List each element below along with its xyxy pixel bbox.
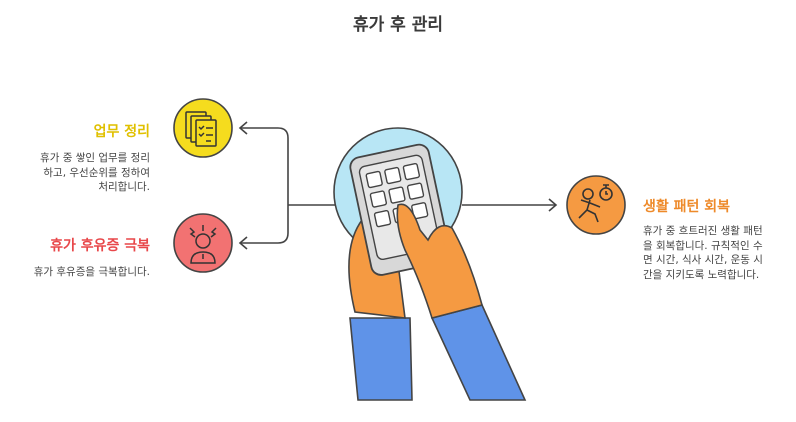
connector-lines — [238, 121, 558, 250]
diagram-title: 휴가 후 관리 — [352, 15, 444, 35]
desc-line: 처리합니다. — [98, 181, 150, 193]
desc-line: 하고, 우선순위를 정하여 — [43, 166, 150, 179]
desc-line: 휴가 중 흐트러진 생활 패턴 — [643, 225, 763, 237]
item-heading-post-vacation: 휴가 후유증 극복 — [50, 238, 150, 254]
running-person-clock-icon — [566, 175, 626, 235]
item-heading-work: 업무 정리 — [93, 124, 150, 140]
stressed-person-icon — [173, 213, 233, 273]
desc-line: 간을 지키도록 노력합니다. — [643, 268, 760, 281]
desc-line: 휴가 중 쌓인 업무를 정리 — [40, 152, 150, 164]
item-description-routine: 휴가 중 흐트러진 생활 패턴 을 회복합니다. 규칙적인 수 면 시간, 식사… — [643, 224, 763, 282]
item-heading-routine: 생활 패턴 회복 — [643, 199, 731, 215]
documents-checklist-icon — [173, 98, 233, 158]
desc-line: 을 회복합니다. 규칙적인 수 — [643, 239, 763, 252]
item-description-post-vacation: 휴가 후유증을 극복합니다. — [34, 265, 150, 280]
desc-line: 휴가 후유증을 극복합니다. — [33, 266, 150, 278]
item-description-work: 휴가 중 쌓인 업무를 정리 하고, 우선순위를 정하여 처리합니다. — [40, 151, 150, 195]
hands-phone-illustration — [333, 127, 527, 401]
desc-line: 면 시간, 식사 시간, 운동 시 — [643, 254, 763, 266]
